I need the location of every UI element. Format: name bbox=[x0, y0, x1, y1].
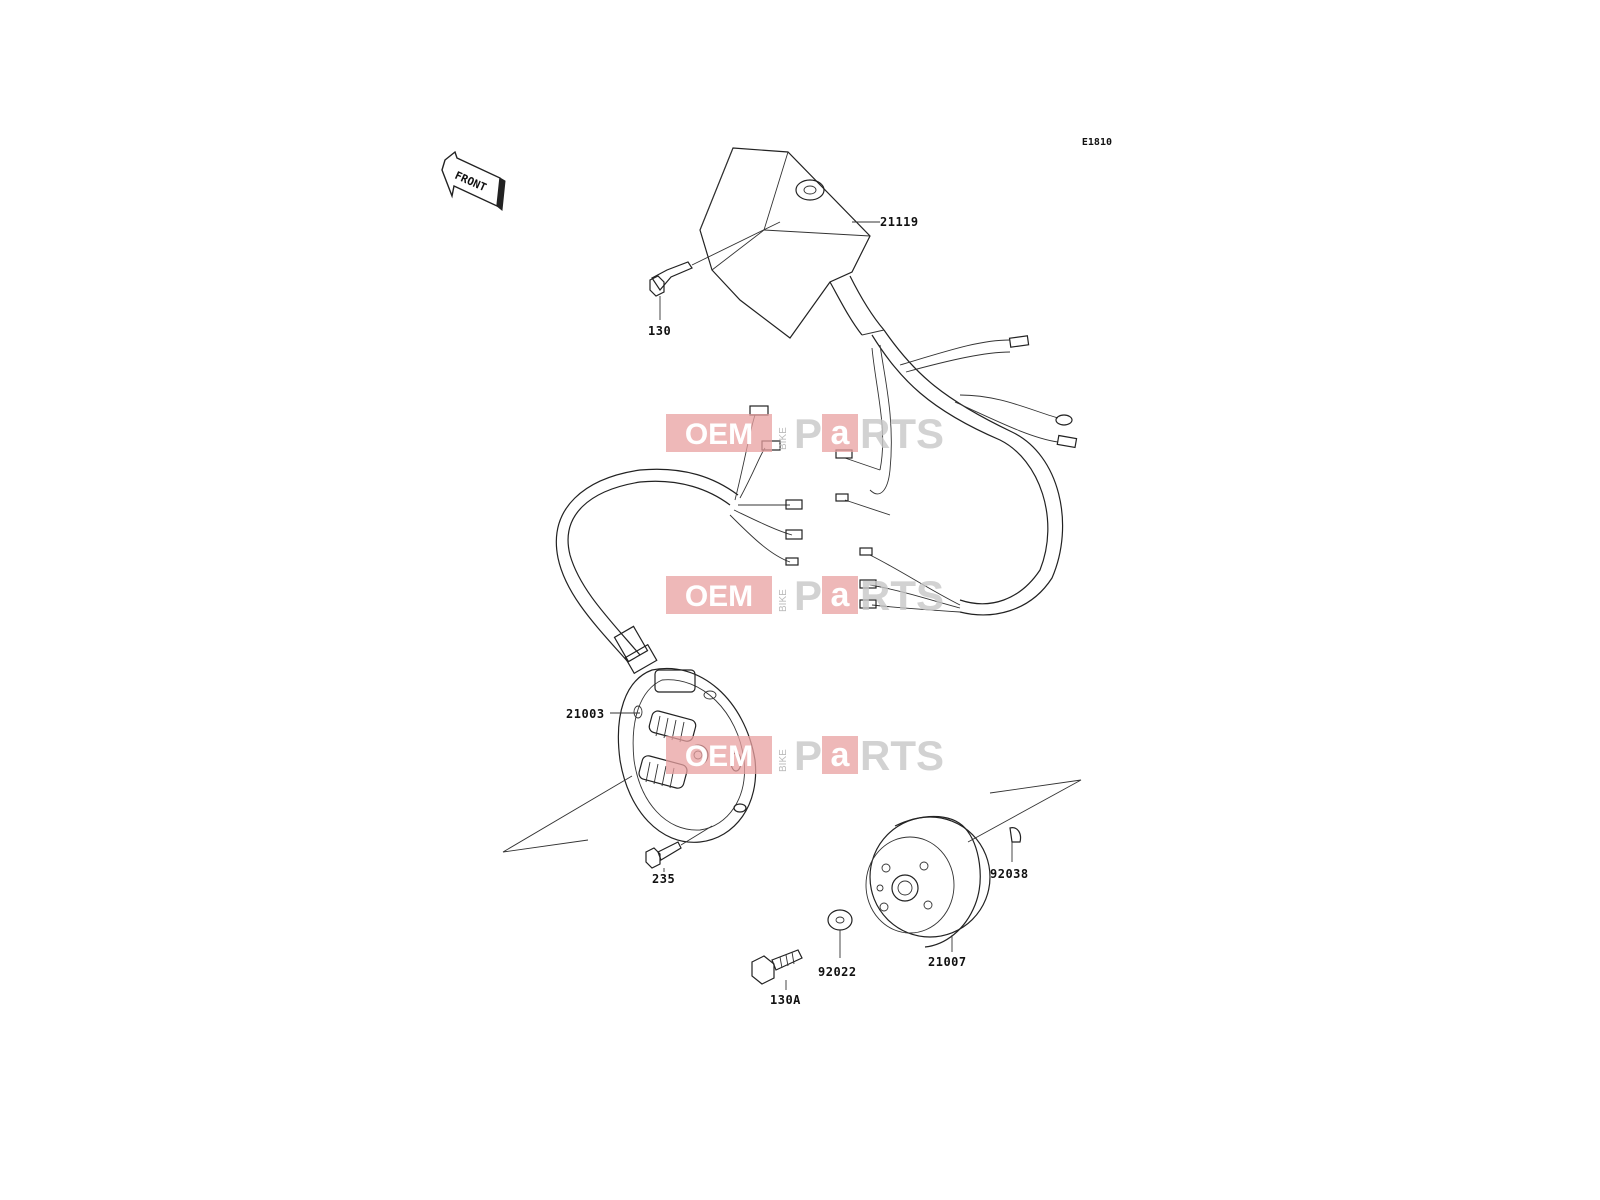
svg-text:P: P bbox=[794, 410, 822, 457]
diagram-code: E1810 bbox=[1082, 137, 1112, 148]
cdi-unit-drawing bbox=[699, 147, 885, 339]
key-drawing bbox=[1009, 827, 1022, 843]
svg-text:RTS: RTS bbox=[860, 572, 944, 619]
svg-text:RTS: RTS bbox=[860, 410, 944, 457]
bolt-130-drawing bbox=[649, 221, 781, 297]
svg-text:BIKE: BIKE bbox=[778, 749, 789, 772]
part-label-235[interactable]: 235 bbox=[652, 872, 675, 886]
leader-lines bbox=[610, 221, 1013, 990]
part-label-21007[interactable]: 21007 bbox=[928, 955, 967, 969]
watermark-2: OEM BIKE P a RTS bbox=[666, 572, 944, 619]
part-label-130[interactable]: 130 bbox=[648, 324, 671, 338]
bolt-235-drawing bbox=[645, 825, 713, 869]
front-arrow-icon: FRONT bbox=[441, 150, 506, 211]
watermark-1: OEM BIKE P a RTS bbox=[666, 410, 944, 457]
svg-text:a: a bbox=[831, 576, 851, 614]
cdi-wire-harness bbox=[835, 329, 1078, 616]
part-label-130a[interactable]: 130A bbox=[770, 993, 801, 1007]
flywheel-drawing bbox=[865, 816, 991, 948]
svg-text:P: P bbox=[794, 572, 822, 619]
watermark-3: OEM BIKE P a RTS bbox=[666, 732, 944, 779]
part-label-21003[interactable]: 21003 bbox=[566, 707, 605, 721]
svg-text:BIKE: BIKE bbox=[778, 427, 789, 450]
svg-text:OEM: OEM bbox=[685, 740, 753, 773]
svg-text:a: a bbox=[831, 414, 851, 452]
washer-drawing bbox=[827, 909, 853, 931]
part-label-92038[interactable]: 92038 bbox=[990, 867, 1029, 881]
bolt-130a-drawing bbox=[751, 949, 803, 985]
part-label-21119[interactable]: 21119 bbox=[880, 215, 919, 229]
guide-lines bbox=[502, 775, 1082, 853]
svg-text:RTS: RTS bbox=[860, 732, 944, 779]
svg-text:OEM: OEM bbox=[685, 580, 753, 613]
svg-text:P: P bbox=[794, 732, 822, 779]
part-label-92022[interactable]: 92022 bbox=[818, 965, 857, 979]
svg-text:BIKE: BIKE bbox=[778, 589, 789, 612]
svg-text:OEM: OEM bbox=[685, 418, 753, 451]
svg-text:a: a bbox=[831, 736, 851, 774]
